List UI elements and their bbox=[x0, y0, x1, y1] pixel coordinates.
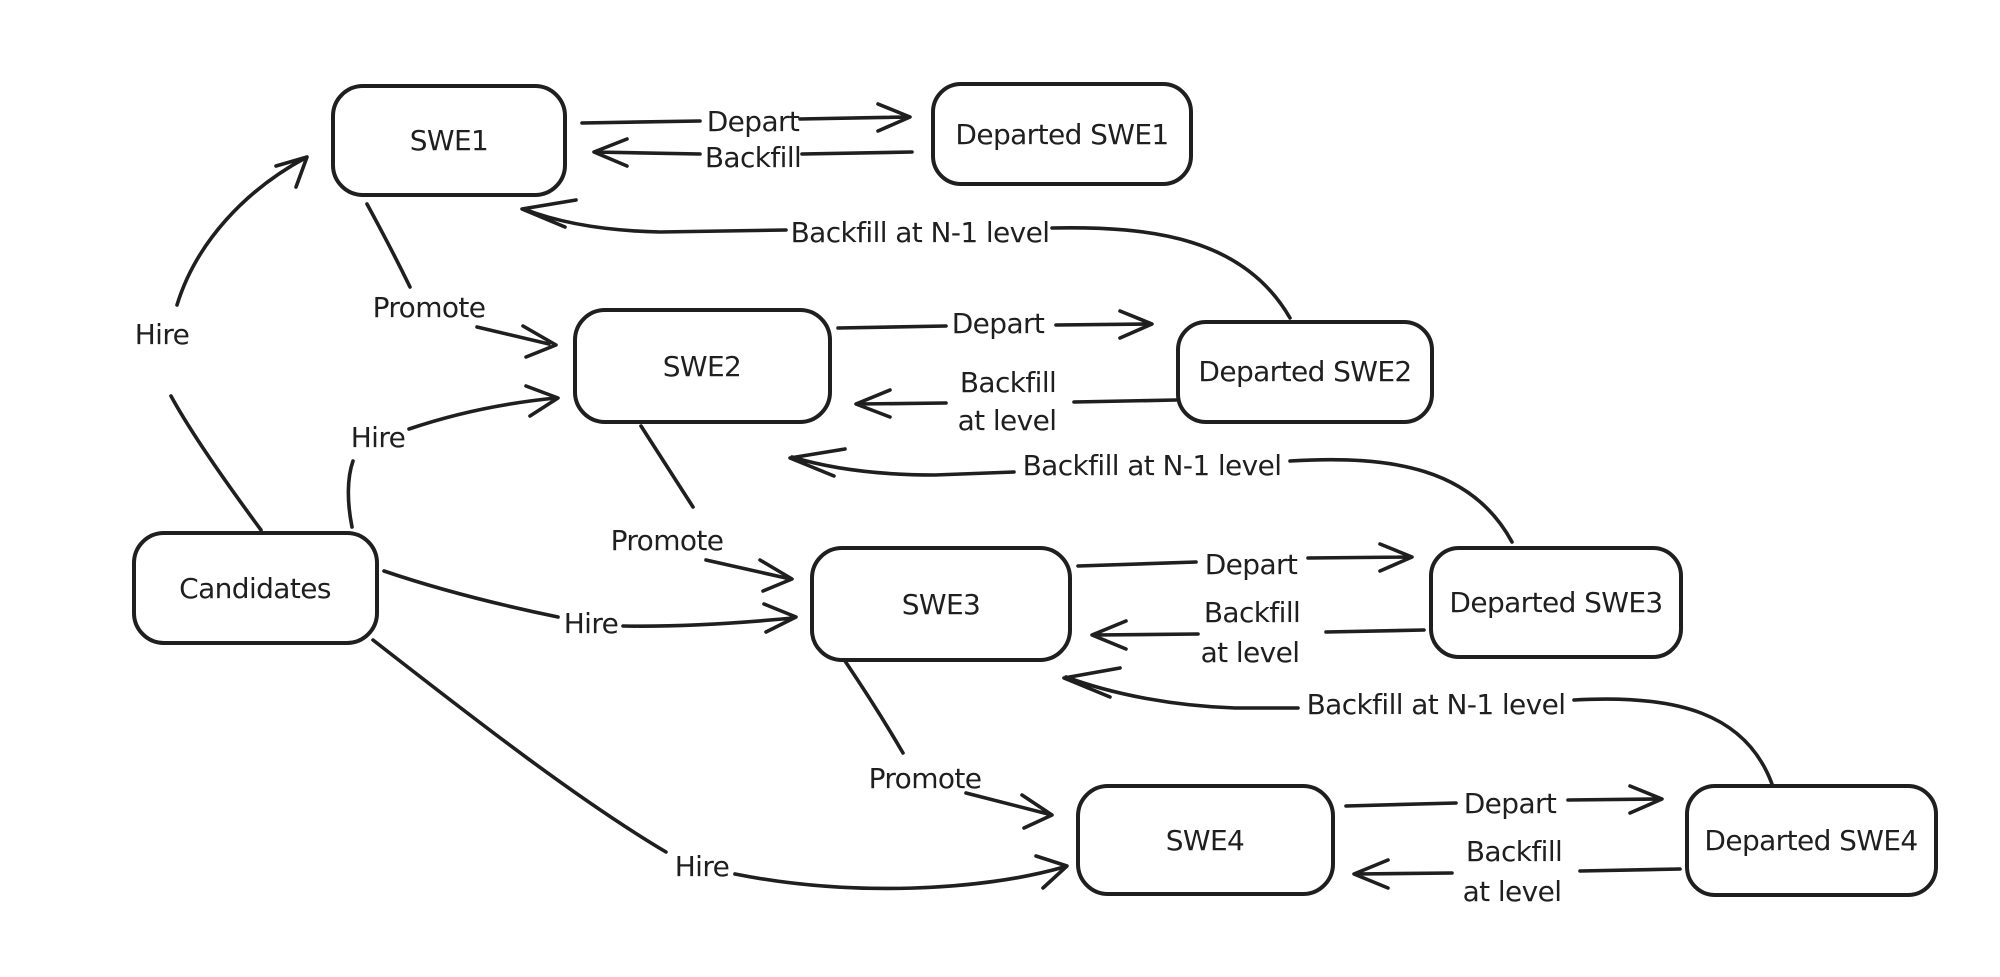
node-candidates-box[interactable] bbox=[132, 531, 379, 645]
edge-backfill-swe1-label: Backfill bbox=[705, 141, 801, 174]
node-swe4-box[interactable] bbox=[1076, 784, 1335, 896]
node-swe2-box[interactable] bbox=[573, 308, 832, 424]
node-swe3[interactable]: SWE3 bbox=[810, 546, 1072, 662]
node-departed-swe3[interactable]: Departed SWE3 bbox=[1429, 546, 1683, 659]
edge-depart-swe2[interactable]: Depart bbox=[836, 307, 1154, 340]
edge-backfill-at-level-swe4-label-line2: at level bbox=[1463, 875, 1562, 908]
edge-backfill-at-level-swe2-line[interactable] bbox=[854, 388, 1178, 419]
edge-backfill-n1-to-swe3-line[interactable] bbox=[1062, 666, 1774, 786]
node-departed-swe1[interactable]: Departed SWE1 bbox=[931, 82, 1193, 186]
edge-hire-swe4-label: Hire bbox=[675, 850, 730, 883]
edge-depart-swe3-line[interactable] bbox=[1076, 542, 1414, 573]
edge-backfill-n1-to-swe3-label: Backfill at N-1 level bbox=[1307, 688, 1566, 721]
node-swe1-box[interactable] bbox=[331, 84, 567, 197]
edge-promote-swe3-swe4-label: Promote bbox=[869, 762, 982, 795]
node-departed-swe3-box[interactable] bbox=[1429, 546, 1683, 659]
edge-depart-swe3-label: Depart bbox=[1205, 548, 1298, 581]
edge-backfill-at-level-swe2-label-line2: at level bbox=[958, 404, 1057, 437]
node-candidates-label: Candidates bbox=[179, 572, 331, 605]
node-departed-swe4[interactable]: Departed SWE4 bbox=[1685, 784, 1938, 897]
edge-backfill-n1-to-swe1-line[interactable] bbox=[520, 198, 1292, 320]
edge-promote-swe1-swe2[interactable]: Promote bbox=[365, 202, 558, 359]
edge-backfill-swe1[interactable]: Backfill bbox=[592, 137, 914, 174]
edge-hire-swe3-line[interactable] bbox=[382, 569, 798, 634]
edge-hire-swe4-line[interactable] bbox=[371, 638, 1069, 891]
edge-backfill-at-level-swe4-line[interactable] bbox=[1352, 858, 1682, 890]
edge-depart-swe4-label: Depart bbox=[1464, 787, 1557, 820]
edge-backfill-n1-to-swe3[interactable]: Backfill at N-1 level bbox=[1062, 666, 1774, 786]
edge-backfill-at-level-swe4[interactable]: Backfill at level bbox=[1352, 835, 1682, 908]
edge-hire-swe1[interactable]: Hire bbox=[135, 155, 309, 532]
edge-hire-swe1-line[interactable] bbox=[169, 155, 309, 532]
edge-depart-swe4[interactable]: Depart bbox=[1344, 784, 1664, 820]
node-departed-swe2[interactable]: Departed SWE2 bbox=[1176, 320, 1434, 424]
node-departed-swe2-label: Departed SWE2 bbox=[1198, 355, 1411, 388]
edge-promote-swe1-swe2-label: Promote bbox=[373, 291, 486, 324]
edge-hire-swe2-line[interactable] bbox=[346, 384, 560, 529]
node-departed-swe4-box[interactable] bbox=[1685, 784, 1938, 897]
edge-promote-swe3-swe4[interactable]: Promote bbox=[843, 659, 1054, 830]
node-swe2-label: SWE2 bbox=[663, 350, 742, 383]
edge-backfill-at-level-swe2[interactable]: Backfill at level bbox=[854, 366, 1178, 437]
edge-promote-swe1-swe2-line[interactable] bbox=[365, 202, 558, 359]
edge-promote-swe2-swe3[interactable]: Promote bbox=[611, 424, 794, 593]
edge-promote-swe3-swe4-line[interactable] bbox=[843, 659, 1054, 830]
edge-depart-swe4-line[interactable] bbox=[1344, 784, 1664, 815]
node-departed-swe1-box[interactable] bbox=[931, 82, 1193, 186]
node-swe3-box[interactable] bbox=[810, 546, 1072, 662]
edge-depart-swe1-label: Depart bbox=[707, 105, 800, 138]
node-swe4-label: SWE4 bbox=[1166, 824, 1245, 857]
edge-backfill-n1-to-swe2-line[interactable] bbox=[788, 447, 1514, 544]
edge-backfill-at-level-swe2-label-line1: Backfill bbox=[960, 366, 1056, 399]
edge-backfill-at-level-swe3[interactable]: Backfill at level bbox=[1090, 596, 1426, 669]
edge-backfill-at-level-swe4-label-line1: Backfill bbox=[1466, 835, 1562, 868]
edge-hire-swe3-label: Hire bbox=[564, 607, 619, 640]
node-departed-swe4-label: Departed SWE4 bbox=[1704, 824, 1917, 857]
node-departed-swe1-label: Departed SWE1 bbox=[955, 118, 1168, 151]
edge-hire-swe3[interactable]: Hire bbox=[382, 569, 798, 640]
node-swe3-label: SWE3 bbox=[902, 588, 981, 621]
node-swe1[interactable]: SWE1 bbox=[331, 84, 567, 197]
node-departed-swe3-label: Departed SWE3 bbox=[1449, 586, 1662, 619]
node-swe1-label: SWE1 bbox=[410, 124, 489, 157]
edge-backfill-n1-to-swe1[interactable]: Backfill at N-1 level bbox=[520, 198, 1292, 320]
edge-promote-swe2-swe3-line[interactable] bbox=[639, 424, 794, 593]
edge-depart-swe3[interactable]: Depart bbox=[1076, 542, 1414, 581]
edge-backfill-at-level-swe3-label-line1: Backfill bbox=[1204, 596, 1300, 629]
node-candidates[interactable]: Candidates bbox=[132, 531, 379, 645]
edge-hire-swe1-label: Hire bbox=[135, 318, 190, 351]
node-swe2[interactable]: SWE2 bbox=[573, 308, 832, 424]
node-departed-swe2-box[interactable] bbox=[1176, 320, 1434, 424]
edge-backfill-swe1-line[interactable] bbox=[592, 137, 914, 168]
edge-hire-swe4[interactable]: Hire bbox=[371, 638, 1069, 891]
edge-backfill-n1-to-swe2[interactable]: Backfill at N-1 level bbox=[788, 447, 1514, 544]
node-swe4[interactable]: SWE4 bbox=[1076, 784, 1335, 896]
edge-backfill-n1-to-swe1-label: Backfill at N-1 level bbox=[791, 216, 1050, 249]
edge-backfill-n1-to-swe2-label: Backfill at N-1 level bbox=[1023, 449, 1282, 482]
edge-promote-swe2-swe3-label: Promote bbox=[611, 524, 724, 557]
edge-depart-swe2-label: Depart bbox=[952, 307, 1045, 340]
edge-depart-swe2-line[interactable] bbox=[836, 309, 1154, 340]
edge-depart-swe1[interactable]: Depart bbox=[580, 102, 912, 138]
edge-hire-swe2-label: Hire bbox=[351, 421, 406, 454]
edge-hire-swe2[interactable]: Hire bbox=[346, 384, 560, 529]
edge-backfill-at-level-swe3-line[interactable] bbox=[1090, 619, 1426, 651]
edge-backfill-at-level-swe3-label-line2: at level bbox=[1201, 636, 1300, 669]
edge-depart-swe1-line[interactable] bbox=[580, 102, 912, 133]
